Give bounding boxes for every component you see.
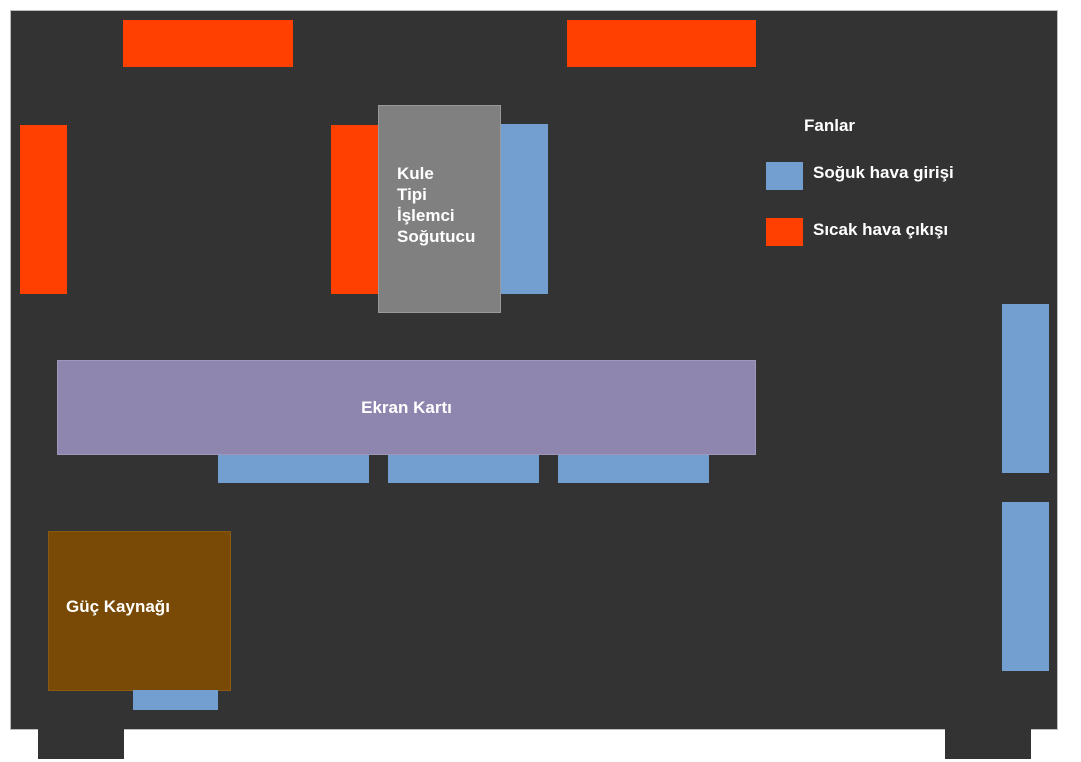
gpu-fan-2 [388,455,539,483]
cpu-cooler-label-line: Tipi [397,185,427,204]
power-supply-label: Güç Kaynağı [66,597,170,616]
graphics-card-label: Ekran Kartı [361,397,452,417]
legend-hot-label: Sıcak hava çıkışı [813,220,949,239]
rear-exhaust-fan [20,125,67,294]
front-intake-fan-top [1002,304,1049,473]
case-foot-right [945,729,1031,759]
top-exhaust-fan-right [567,20,756,67]
legend-title: Fanlar [804,116,856,135]
cpu-cooler-label-line: Soğutucu [397,227,476,246]
legend-cold-swatch [766,162,803,190]
legend-hot-swatch [766,218,803,246]
top-exhaust-fan-left [123,20,293,67]
cpu-cooler-exhaust-fan [331,125,379,294]
cpu-cooler-label: Kule Tipi İşlemci Soğutucu [397,163,497,247]
graphics-card: Ekran Kartı [57,360,756,455]
cpu-cooler-intake-fan [501,124,548,294]
cpu-cooler-label-line: İşlemci [397,206,455,225]
gpu-fan-1 [218,455,369,483]
cpu-tower-cooler [378,105,501,313]
gpu-fan-3 [558,455,709,483]
psu-intake-fan [133,690,218,710]
legend-cold-label: Soğuk hava girişi [813,163,954,182]
case-foot-left [38,729,124,759]
cpu-cooler-label-line: Kule [397,164,434,183]
front-intake-fan-bottom [1002,502,1049,671]
